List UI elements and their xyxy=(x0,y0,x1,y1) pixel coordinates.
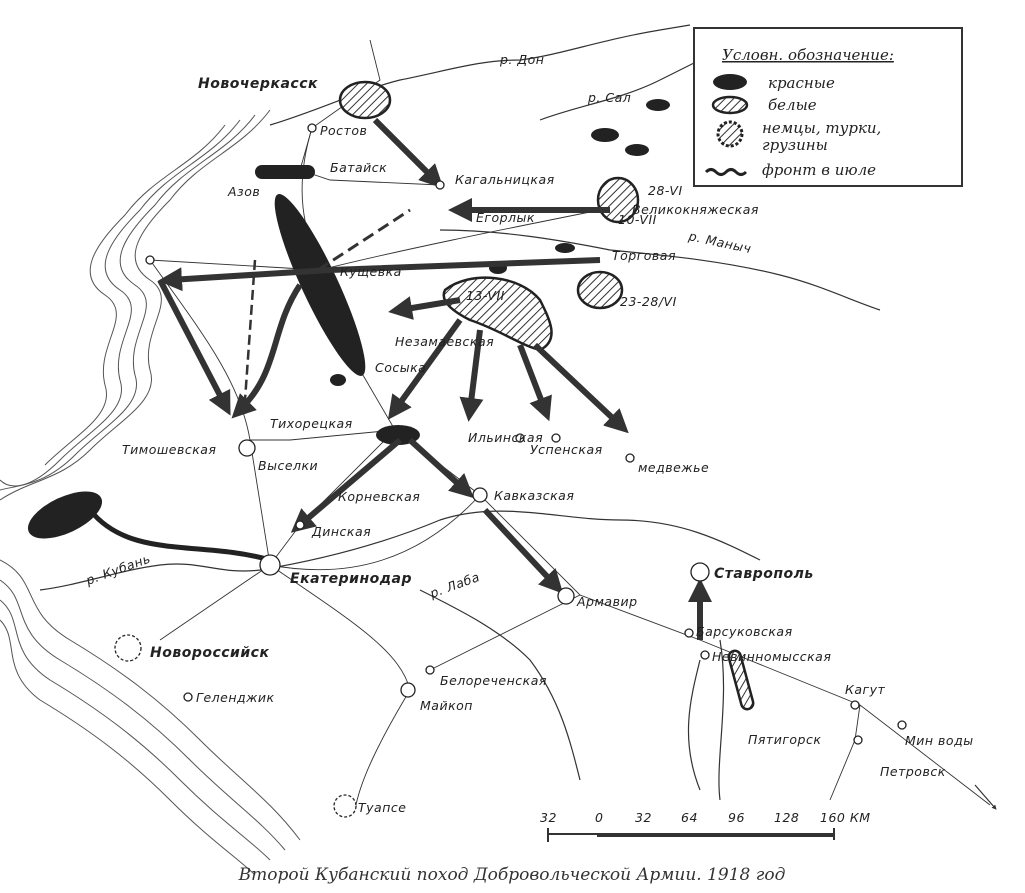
label-ilinskaya: Ильинская xyxy=(468,430,543,445)
river-don-label: р. Дон xyxy=(499,52,544,67)
label-uspenskaya: Успенская xyxy=(530,442,603,457)
legend-item-label: белые xyxy=(768,96,817,114)
label-tikhoretskaya: Тихорецкая xyxy=(270,416,353,431)
label-gelendzhik: Геленджик xyxy=(196,690,275,705)
label-novocherkassk: Новочеркасск xyxy=(198,76,318,92)
river-manych-label: р. Маныч xyxy=(686,228,752,256)
date-label: 23-28/VI xyxy=(620,294,677,309)
legend-item-label: фронт в июле xyxy=(762,161,876,179)
scale-tick: 32 xyxy=(635,810,652,825)
label-armavir: Армавир xyxy=(576,594,638,609)
label-petrovsk: Петровск xyxy=(880,764,946,779)
label-kushchevka: Кущевка xyxy=(340,264,402,279)
label-rostov: Ростов xyxy=(320,123,367,138)
movement-arrows xyxy=(157,117,997,810)
label-sosyka: Сосыка xyxy=(375,360,426,375)
legend-item-label: грузины xyxy=(762,136,828,154)
label-pyatigorsk: Пятигорск xyxy=(748,732,821,747)
label-medvezhye: медвежье xyxy=(638,460,709,475)
river-sal-label: р. Сал xyxy=(587,90,631,105)
label-nevinnomysskaya: Невинномысская xyxy=(712,649,831,664)
scale-tick: 160 КМ xyxy=(820,810,871,825)
scale-tick: 128 xyxy=(774,810,799,825)
label-novorossiysk: Новороссийск xyxy=(150,645,269,661)
white-unit-icon xyxy=(711,95,749,115)
label-velikoknyazheskaya: Великокняжеская xyxy=(632,202,759,217)
label-belorechenskaya: Белореченская xyxy=(440,673,547,688)
date-label: 28-VI xyxy=(648,183,683,198)
foreign-gear-icon xyxy=(716,120,744,148)
label-barsukovskaya: Барсуковская xyxy=(696,624,793,639)
label-egorlyk: Егорлык xyxy=(476,210,535,225)
red-units xyxy=(27,99,670,563)
label-bataysk: Батайск xyxy=(330,160,387,175)
label-timoshevskaya: Тимошевская xyxy=(122,442,216,457)
legend-item-label: немцы, турки, xyxy=(762,119,881,137)
coastline xyxy=(0,109,301,876)
date-label: 10-VII xyxy=(618,212,657,227)
label-min-vody: Мин воды xyxy=(905,733,974,748)
scale-tick: 0 xyxy=(595,810,603,825)
label-dinskaya: Динская xyxy=(311,524,371,539)
label-nezamaevskaya: Незамаевская xyxy=(395,334,494,349)
label-korenovskaya: Корневская xyxy=(338,489,420,504)
rivers xyxy=(39,24,881,801)
legend: Условн. обозначение: красные белые немцы… xyxy=(693,27,963,187)
river-kuban-label: р. Кубань xyxy=(83,551,153,589)
scale-tick: 96 xyxy=(728,810,745,825)
label-tuapse: Туапсе xyxy=(358,800,406,815)
label-ekaterinodar: Екатеринодар xyxy=(290,571,412,587)
map-caption: Второй Кубанский поход Добровольческой А… xyxy=(238,865,786,885)
wavy-front-icon xyxy=(704,168,748,176)
label-kagalnitskaya: Кагальницкая xyxy=(455,172,555,187)
scale-tick: 64 xyxy=(681,810,698,825)
label-stavropol: Ставрополь xyxy=(714,566,814,582)
label-kagut: Кагут xyxy=(845,682,885,697)
label-torgovaya: Торговая xyxy=(612,248,676,263)
legend-item-label: красные xyxy=(768,74,835,92)
label-vyselki: Выселки xyxy=(258,458,318,473)
label-kavkazskaya: Кавказская xyxy=(494,488,574,503)
scale-tick: 32 xyxy=(540,810,557,825)
town-markers xyxy=(114,123,907,818)
river-laba-label: р. Лаба xyxy=(427,569,482,601)
date-label: 13-VII xyxy=(466,288,505,303)
white-units xyxy=(338,80,755,711)
scale-bar: 32 0 32 64 96 128 160 КМ xyxy=(540,810,871,842)
legend-title: Условн. обозначение: xyxy=(722,46,894,64)
red-unit-icon xyxy=(713,74,747,90)
label-maykop: Майкоп xyxy=(420,698,473,713)
label-azov: Азов xyxy=(227,184,260,199)
